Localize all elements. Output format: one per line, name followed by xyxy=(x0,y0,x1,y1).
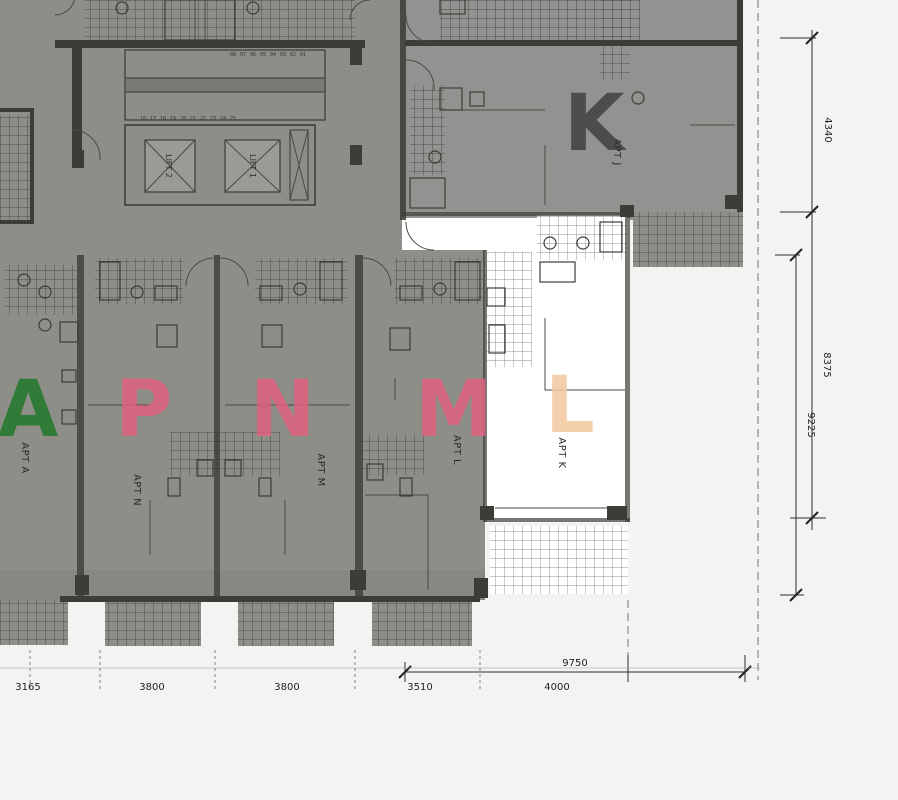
dim-bottom-9750: 9750 xyxy=(562,658,587,669)
label-apt-n: APT N xyxy=(131,474,142,506)
unit-letter-n: N xyxy=(250,365,315,455)
balconies xyxy=(0,212,743,646)
label-apt-k: APT K xyxy=(556,437,567,468)
stair-bottom-25: 25 xyxy=(230,116,236,122)
lift-2-label: LIFT 2 xyxy=(164,154,173,178)
dim-bottom-3800-b: 3800 xyxy=(274,682,299,693)
stair-top-08: 08 xyxy=(230,52,236,58)
label-apt-j: APT J xyxy=(611,138,622,166)
unit-letter-p: P xyxy=(115,365,172,455)
stair-top-05: 05 xyxy=(260,52,266,58)
stair xyxy=(124,49,326,121)
unit-letter-a: A xyxy=(0,365,58,455)
lift-lobby xyxy=(124,124,316,206)
label-apt-a: APT A xyxy=(19,442,30,474)
dim-bottom-3165: 3165 xyxy=(15,682,40,693)
fixtures xyxy=(17,0,645,497)
door-swings xyxy=(54,0,435,287)
stair-bottom-23: 23 xyxy=(210,116,216,122)
apt-k-entry xyxy=(402,218,486,250)
stair-bottom-22: 22 xyxy=(200,116,206,122)
stair-bottom-21: 21 xyxy=(190,116,196,122)
unit-letter-k: K xyxy=(564,79,627,169)
dim-9225: 9225 xyxy=(805,412,816,437)
label-apt-m: APT M xyxy=(315,453,326,486)
label-apt-l: APT L xyxy=(451,435,462,465)
unit-letter-m: M xyxy=(415,365,493,455)
unit-letter-l: L xyxy=(545,361,595,451)
stair-bottom-19: 19 xyxy=(170,116,176,122)
stair-top-03: 03 xyxy=(280,52,286,58)
lift-1-label: LIFT 1 xyxy=(248,154,257,178)
dim-bottom-3510: 3510 xyxy=(407,682,432,693)
stair-numbers: 08 07 06 05 04 03 02 01 16 17 18 19 20 2… xyxy=(140,52,306,122)
stair-bottom-17: 17 xyxy=(150,116,156,122)
stair-bottom-16: 16 xyxy=(140,116,146,122)
dimension-bottom xyxy=(0,650,760,690)
dim-8375: 8375 xyxy=(821,352,832,377)
stair-top-07: 07 xyxy=(240,52,246,58)
dim-4340: 4340 xyxy=(822,117,833,142)
stair-top-02: 02 xyxy=(290,52,296,58)
walls xyxy=(0,0,743,602)
stair-bottom-18: 18 xyxy=(160,116,166,122)
dim-bottom-3800-a: 3800 xyxy=(139,682,164,693)
stair-bottom-24: 24 xyxy=(220,116,226,122)
stair-top-01: 01 xyxy=(300,52,306,58)
dimension-vertical xyxy=(775,30,826,602)
partitions xyxy=(88,109,735,590)
stair-top-04: 04 xyxy=(270,52,276,58)
stair-bottom-20: 20 xyxy=(180,116,186,122)
stair-top-06: 06 xyxy=(250,52,256,58)
unit-letters: A P N M L K xyxy=(0,79,627,455)
dim-bottom-4000: 4000 xyxy=(544,682,569,693)
